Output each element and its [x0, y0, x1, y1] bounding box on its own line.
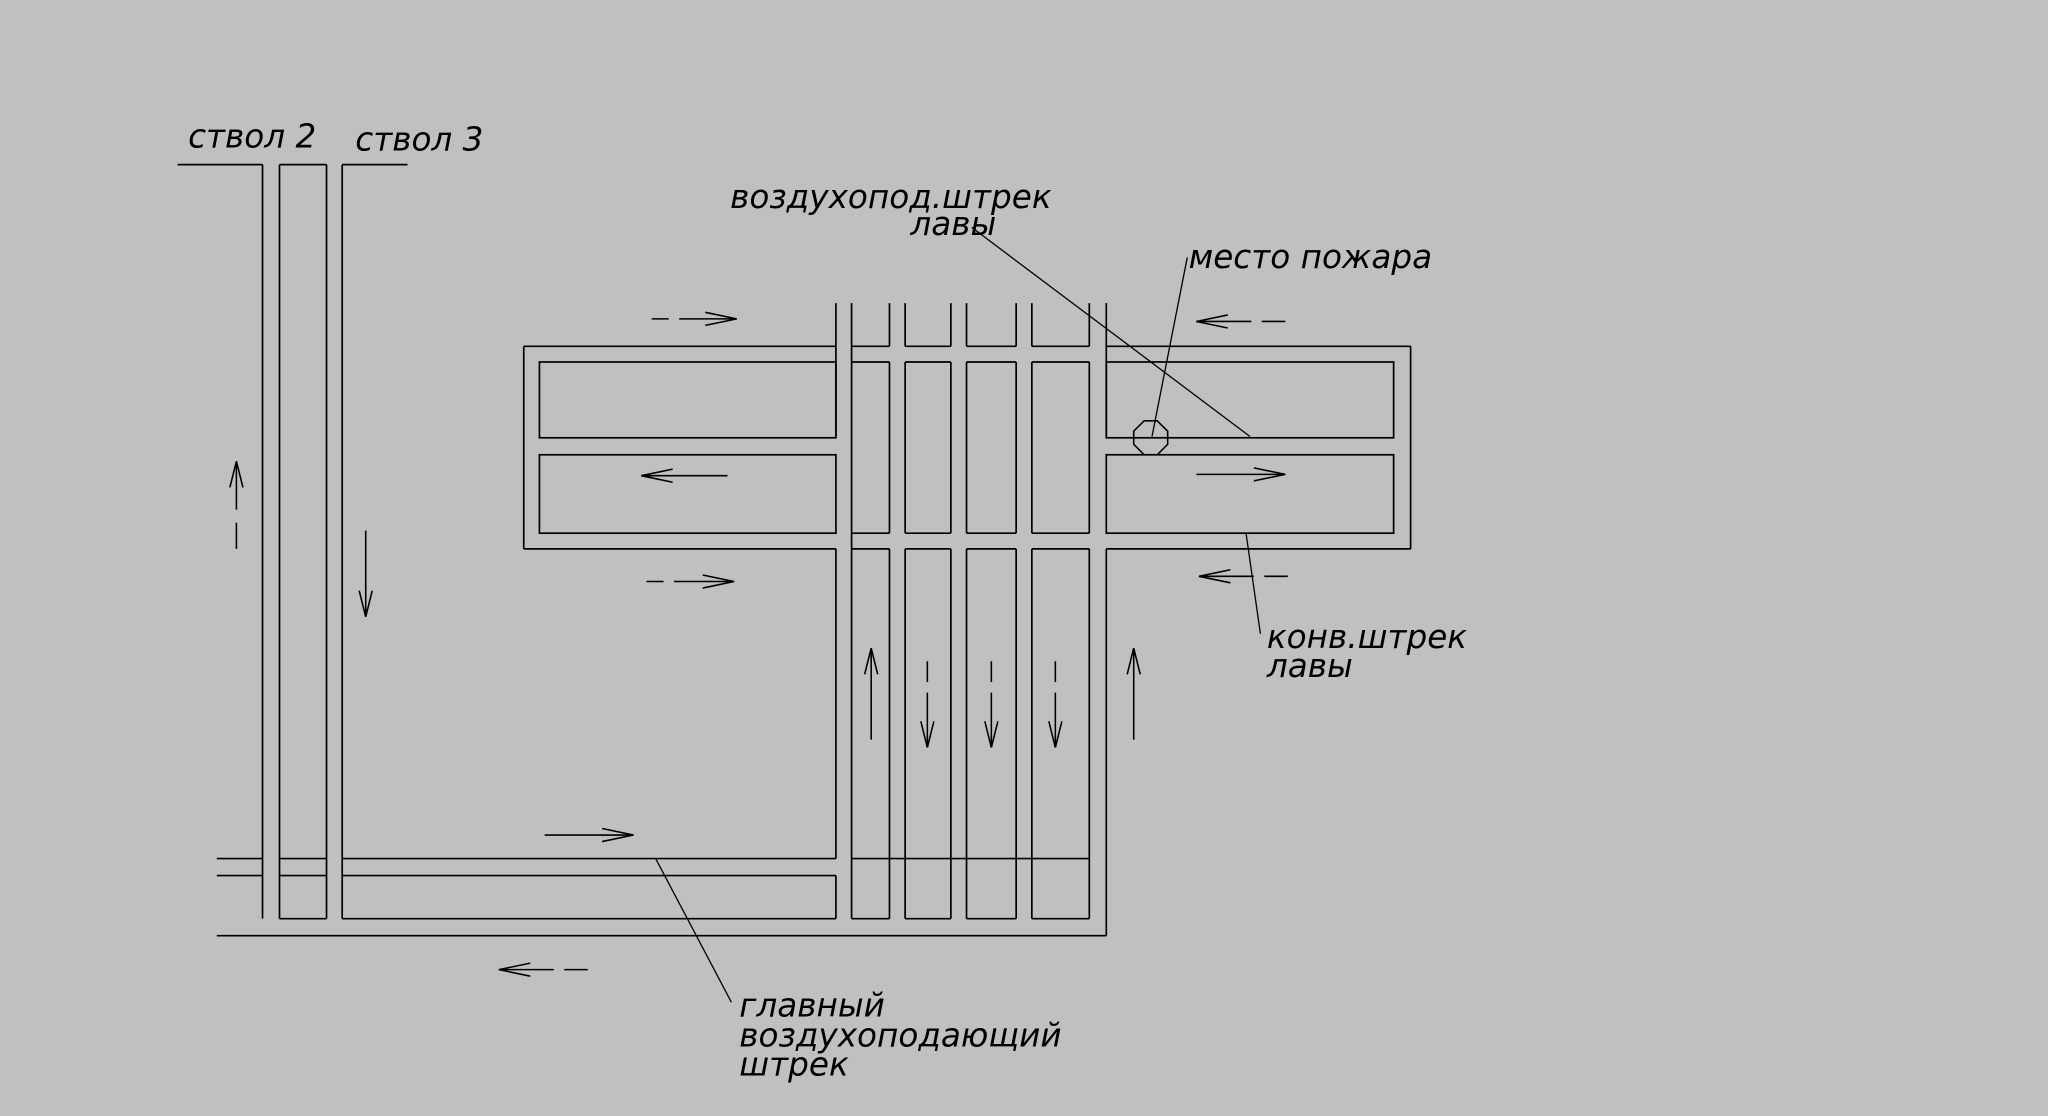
arrow-up-icon	[229, 461, 244, 549]
mine-workings	[177, 163, 1412, 937]
air-flow-arrows	[229, 311, 1288, 977]
conveyor-drift-label-line2: лавы	[1266, 647, 1353, 685]
shaft-3	[341, 163, 408, 919]
arrow-up-icon	[1126, 647, 1142, 740]
shaft-3-label: ствол 3	[355, 120, 483, 158]
arrow-down-dashed-icon	[1048, 661, 1063, 748]
vertical-galleries	[835, 303, 1108, 920]
conveyor-drift-label-line1: конв.штрек	[1267, 618, 1467, 656]
air-drift-label-line1: воздухопод.штрек	[730, 178, 1052, 216]
arrow-left-dashed-icon	[1196, 314, 1286, 329]
arrow-right-icon	[544, 827, 634, 843]
leader-lines	[655, 226, 1262, 1003]
fire-place-label: место пожара	[1189, 238, 1433, 276]
main-air-supply-drift	[216, 548, 1108, 937]
arrow-down-icon	[358, 530, 374, 617]
arrow-right-dashed-icon	[646, 574, 735, 589]
main-drift-label-line3: штрек	[739, 1045, 849, 1083]
arrow-left-dashed-icon	[498, 962, 588, 977]
shaft-2	[177, 163, 328, 919]
fire-location-icon	[1132, 420, 1169, 456]
arrow-left-icon	[641, 468, 728, 483]
panel-frame	[522, 345, 1412, 550]
main-drift-label-line2: воздухоподающий	[739, 1017, 1061, 1055]
arrow-up-icon	[863, 647, 879, 740]
arrow-down-dashed-icon	[984, 661, 999, 748]
arrow-right-icon	[1196, 467, 1286, 482]
arrow-right-dashed-icon	[651, 311, 737, 327]
main-drift-label-line1: главный	[739, 987, 885, 1025]
air-drift-label-line2: лавы	[909, 205, 996, 243]
arrow-down-dashed-icon	[920, 661, 935, 748]
shaft-2-label: ствол 2	[188, 118, 316, 156]
arrow-left-dashed-icon	[1198, 568, 1288, 584]
